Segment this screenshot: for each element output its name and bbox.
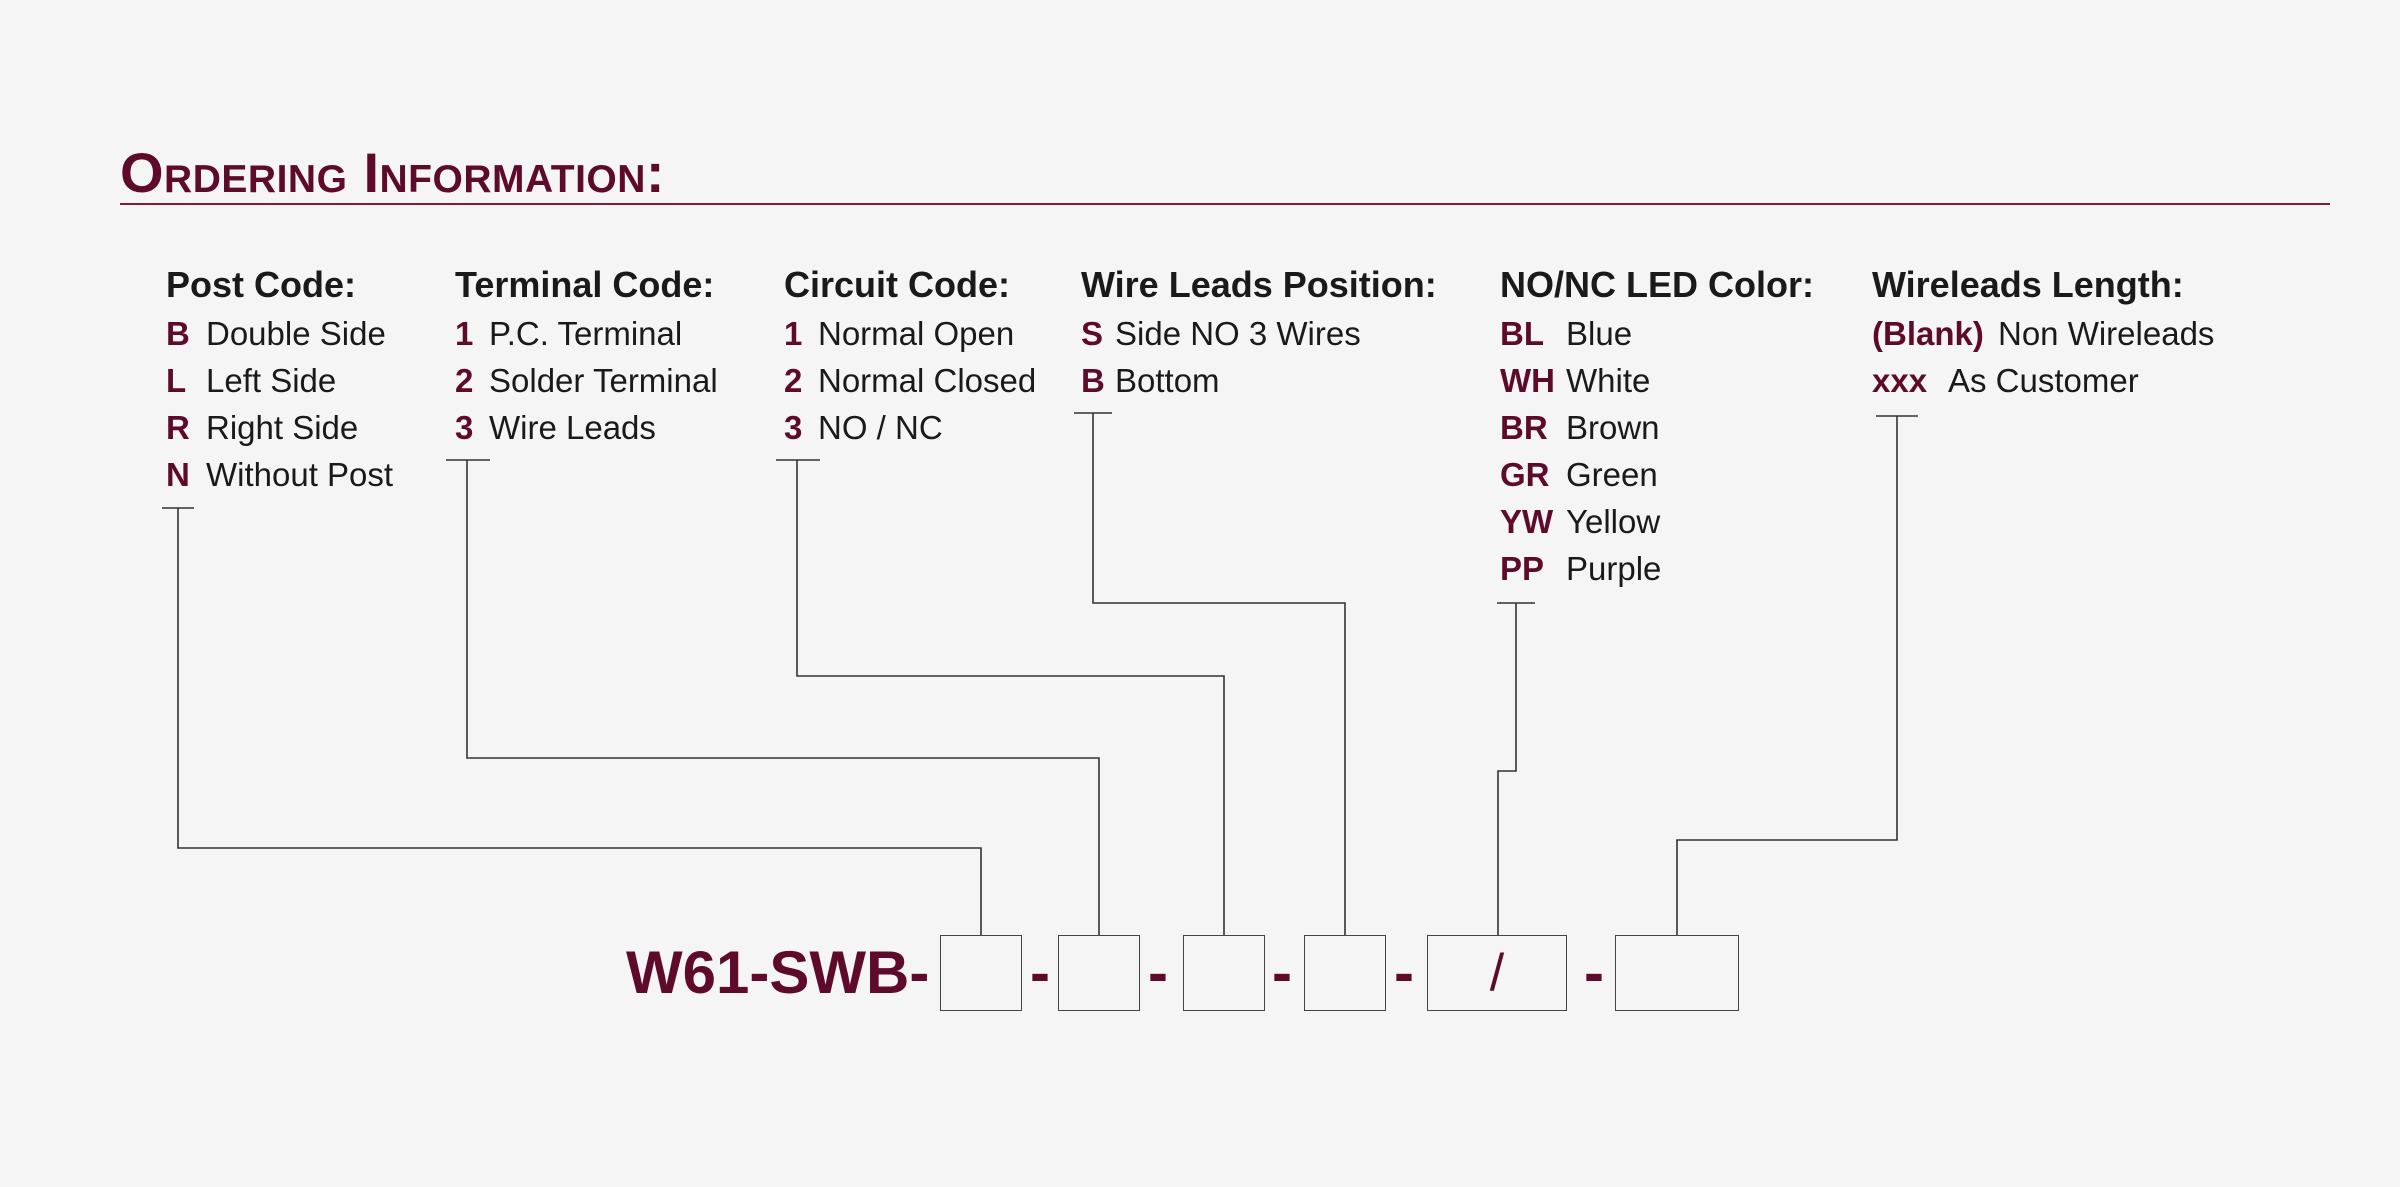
- option-label: Brown: [1566, 409, 1660, 446]
- option-label: White: [1566, 362, 1651, 399]
- list-item: (Blank) Non Wireleads: [1872, 310, 2214, 357]
- group-post-code: Post Code: B Double Side L Left Side R Righ…: [166, 260, 393, 498]
- slot-wireleads-length: [1615, 935, 1739, 1011]
- list-item: WH White: [1500, 357, 1814, 404]
- option-label: Solder Terminal: [489, 362, 718, 399]
- list-item: B Bottom: [1081, 357, 1437, 404]
- group-title: Terminal Code:: [455, 264, 715, 305]
- list-item: PP Purple: [1500, 545, 1814, 592]
- connector-wireleads-length: [1676, 416, 1898, 935]
- connector-led-color: [1497, 603, 1517, 935]
- group-terminal-code: Terminal Code: 1 P.C. Terminal 2 Solder Te…: [455, 260, 718, 451]
- option-label: Wire Leads: [489, 409, 656, 446]
- option-label: NO / NC: [818, 409, 943, 446]
- list-item: xxx As Customer: [1872, 357, 2214, 404]
- option-label: Side NO 3 Wires: [1115, 315, 1361, 352]
- list-item: 2 Normal Closed: [784, 357, 1036, 404]
- option-label: Normal Closed: [818, 362, 1037, 399]
- slot-circuit-code: [1183, 935, 1265, 1011]
- option-label: Normal Open: [818, 315, 1015, 352]
- page-title: Ordering Information:: [120, 141, 666, 204]
- option-label: P.C. Terminal: [489, 315, 683, 352]
- option-label: Left Side: [206, 362, 337, 399]
- list-item: YW Yellow: [1500, 498, 1814, 545]
- option-code: YW: [1500, 503, 1554, 540]
- option-code: 3: [455, 409, 474, 446]
- group-title: Post Code:: [166, 264, 357, 305]
- list-item: 1 Normal Open: [784, 310, 1036, 357]
- slot-post-code: [940, 935, 1022, 1011]
- option-label: Green: [1566, 456, 1658, 493]
- list-item: B Double Side: [166, 310, 393, 357]
- option-code: 2: [784, 362, 803, 399]
- connector-wire-leads-position: [1092, 413, 1346, 935]
- group-title: Wire Leads Position:: [1081, 264, 1437, 305]
- option-code: WH: [1500, 362, 1555, 399]
- list-item: N Without Post: [166, 451, 393, 498]
- option-label: Double Side: [206, 315, 386, 352]
- option-label: Bottom: [1115, 362, 1220, 399]
- slot-led-color: /: [1427, 935, 1567, 1011]
- connector-terminal-code: [466, 460, 1100, 935]
- option-code: L: [166, 362, 187, 399]
- option-code: B: [166, 315, 190, 352]
- option-label: As Customer: [1948, 362, 2139, 399]
- option-code: 3: [784, 409, 803, 446]
- option-label: Blue: [1566, 315, 1633, 352]
- list-item: L Left Side: [166, 357, 393, 404]
- group-title: Circuit Code:: [784, 264, 1011, 305]
- option-code: xxx: [1872, 362, 1928, 399]
- option-code: N: [166, 456, 190, 493]
- list-item: 3 NO / NC: [784, 404, 1036, 451]
- option-code: BR: [1500, 409, 1548, 446]
- part-number-prefix: W61-SWB-: [626, 939, 930, 1006]
- option-code: B: [1081, 362, 1105, 399]
- led-color-slash: /: [1489, 944, 1505, 1002]
- option-label: Right Side: [206, 409, 359, 446]
- separator-dash: -: [1584, 939, 1604, 1006]
- title-underline: [120, 203, 2330, 205]
- list-item: 1 P.C. Terminal: [455, 310, 718, 357]
- separator-dash: -: [1030, 939, 1050, 1006]
- option-code: S: [1081, 315, 1104, 352]
- group-wireleads-length: Wireleads Length: (Blank) Non Wireleads x…: [1872, 260, 2214, 404]
- option-label: Yellow: [1566, 503, 1661, 540]
- list-item: BL Blue: [1500, 310, 1814, 357]
- group-circuit-code: Circuit Code: 1 Normal Open 2 Normal Close…: [784, 260, 1036, 451]
- group-title: NO/NC LED Color:: [1500, 264, 1814, 305]
- list-item: 3 Wire Leads: [455, 404, 718, 451]
- group-title: Wireleads Length:: [1872, 264, 2184, 305]
- option-code: BL: [1500, 315, 1544, 352]
- separator-dash: -: [1148, 939, 1168, 1006]
- separator-dash: -: [1272, 939, 1292, 1006]
- slot-terminal-code: [1058, 935, 1140, 1011]
- list-item: R Right Side: [166, 404, 393, 451]
- list-item: BR Brown: [1500, 404, 1814, 451]
- separator-dash: -: [1394, 939, 1414, 1006]
- list-item: 2 Solder Terminal: [455, 357, 718, 404]
- list-item: GR Green: [1500, 451, 1814, 498]
- option-code: PP: [1500, 550, 1545, 587]
- option-code: 1: [784, 315, 803, 352]
- option-label: Purple: [1566, 550, 1662, 587]
- connector-circuit-code: [796, 460, 1225, 935]
- option-code: (Blank): [1872, 315, 1984, 352]
- option-code: R: [166, 409, 190, 446]
- option-label: Non Wireleads: [1998, 315, 2215, 352]
- option-code: 2: [455, 362, 474, 399]
- option-code: GR: [1500, 456, 1550, 493]
- connector-post-code: [177, 508, 982, 935]
- list-item: S Side NO 3 Wires: [1081, 310, 1437, 357]
- slot-wire-leads-position: [1304, 935, 1386, 1011]
- option-code: 1: [455, 315, 474, 352]
- option-label: Without Post: [206, 456, 394, 493]
